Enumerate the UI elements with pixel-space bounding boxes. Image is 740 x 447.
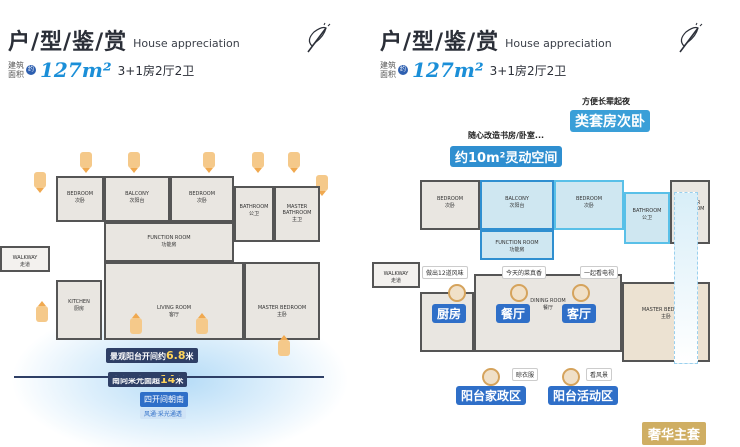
sun-arrow	[130, 313, 142, 334]
room-bedroom: BEDROOM 次卧	[420, 180, 480, 230]
layout-type: 3+1房2厅2卫	[489, 63, 567, 78]
kitchen-avatar-icon	[448, 284, 466, 302]
room-bathroom: BATHROOM 公卫	[624, 192, 670, 244]
sun-marker	[34, 172, 46, 193]
room-master-bedroom: MASTER BEDROOM 主卧	[244, 262, 320, 340]
living-avatar-icon	[572, 284, 590, 302]
facing-subtag: 风通·采光通透	[140, 408, 186, 419]
suite-arrow-band	[674, 192, 698, 364]
room-function: FUNCTION ROOM 功能房	[104, 222, 234, 262]
area-marker: 约	[398, 65, 408, 75]
room-balcony-flex: BALCONY 次阳台	[480, 180, 554, 230]
area-value: 127m²	[40, 58, 112, 82]
label-balcony-activity: 阳台活动区	[548, 386, 619, 405]
sun-marker	[252, 152, 264, 173]
sun-arrow	[196, 313, 208, 334]
label-balcony-house: 阳台家政区	[456, 386, 527, 405]
room-walkway: WALKWAY 走道	[372, 262, 420, 288]
feather-logo-icon	[679, 22, 703, 53]
floor-plan-left: BEDROOM 次卧 BALCONY 次阳台 BEDROOM 次卧 BATHRO…	[0, 150, 362, 447]
room-suite-bedroom: BEDROOM 次卧	[554, 180, 624, 230]
label-living: 客厅	[562, 304, 597, 323]
chip-laundry: 晾衣服	[512, 368, 539, 381]
chip-flavors: 做出12道风味	[422, 266, 468, 279]
layout-type: 3+1房2厅2卫	[117, 63, 195, 78]
room-bedroom2: BEDROOM 次卧	[170, 176, 234, 222]
room-balcony: BALCONY 次阳台	[104, 176, 170, 222]
sun-arrow	[36, 301, 48, 322]
room-master-bathroom: MASTER BATHROOM 主卫	[274, 186, 320, 242]
sun-arrow	[278, 335, 290, 356]
facing-tag: 四开间朝南	[140, 392, 188, 407]
view-avatar-icon	[562, 368, 580, 386]
chip-tv: 一起看电视	[580, 266, 619, 279]
banner-south-light: 南向采光面超14米	[108, 372, 188, 387]
area-label: 建筑面积	[8, 61, 24, 79]
sun-marker	[128, 152, 140, 173]
area-row: 建筑面积 约 127m² 3+1房2厅2卫	[380, 58, 566, 82]
sun-marker	[80, 152, 92, 173]
area-label: 建筑面积	[380, 61, 396, 79]
floor-plan-right: BEDROOM 次卧 BALCONY 次阳台 BEDROOM 次卧 BATHRO…	[372, 172, 734, 447]
dimension-line	[14, 376, 324, 378]
area-row: 建筑面积 约 127m² 3+1房2厅2卫	[8, 58, 194, 82]
callout-elder: 方便长辈起夜	[582, 97, 630, 106]
callout-flex: 随心改造书房/卧室...	[468, 131, 545, 140]
feather-logo-icon	[307, 22, 331, 53]
room-dining-living: LIVING ROOM 客厅	[104, 262, 244, 340]
chip-view: 看风景	[586, 368, 613, 381]
sun-marker	[203, 152, 215, 173]
room-bedroom: BEDROOM 次卧	[56, 176, 104, 222]
room-function: FUNCTION ROOM 功能房	[480, 230, 554, 260]
label-kitchen: 厨房	[432, 304, 467, 323]
dining-avatar-icon	[510, 284, 528, 302]
chip-tasty: 今天的菜真香	[502, 266, 547, 279]
callout-suite-bedroom: 类套房次卧	[570, 110, 650, 132]
room-walkway: WALKWAY 走道	[0, 246, 50, 272]
banner-balcony-width: 景观阳台开间约6.8米	[106, 348, 198, 363]
room-bathroom: BATHROOM 公卫	[234, 186, 274, 242]
sun-marker	[288, 152, 300, 173]
area-value: 127m²	[412, 58, 484, 82]
label-master-suite: 奢华主套	[642, 422, 707, 445]
area-marker: 约	[26, 65, 36, 75]
label-dining: 餐厅	[496, 304, 531, 323]
laundry-avatar-icon	[482, 368, 500, 386]
callout-flex-space: 约10m²灵动空间	[450, 146, 563, 167]
room-kitchen: KITCHEN 厨房	[56, 280, 102, 340]
